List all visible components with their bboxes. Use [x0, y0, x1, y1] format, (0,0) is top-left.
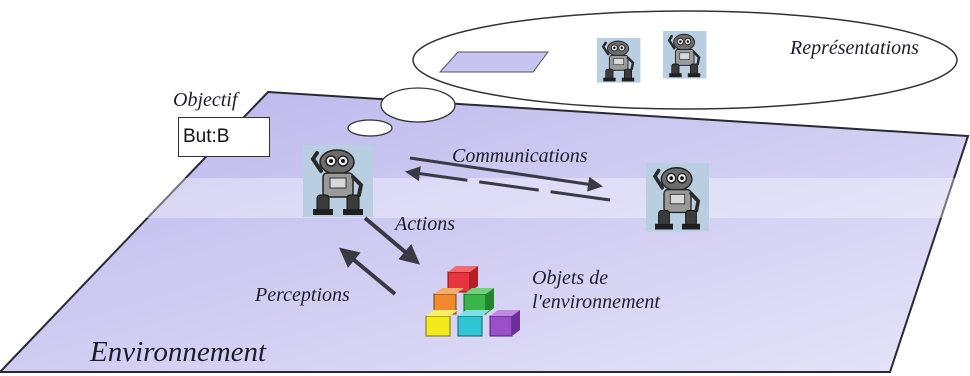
communications-label: Communications [452, 145, 588, 167]
thought-bubble-medium [380, 87, 456, 123]
objective-label: Objectif [173, 89, 238, 111]
communication-arrow-right [409, 156, 603, 192]
actions-label: Actions [395, 213, 455, 235]
objects-label-line1: Objets de [532, 267, 609, 289]
perception-arrow [338, 247, 397, 296]
thought-bubble-small [347, 119, 393, 137]
environment-label: Environnement [90, 336, 267, 368]
cube-stack-icon [425, 266, 520, 337]
representation-robot-1 [595, 36, 642, 84]
representation-robot-2 [661, 29, 708, 80]
goal-box: But:B [178, 117, 270, 157]
environment-plane [0, 90, 970, 373]
representation-plane [438, 51, 549, 73]
action-arrow [363, 216, 421, 265]
perceptions-label: Perceptions [255, 284, 350, 306]
representations-label: Représentations [790, 37, 919, 59]
objects-label-line2: l'environnement [532, 291, 660, 313]
environment-objects-label: Objets de l'environnement [532, 266, 660, 314]
agent-robot-icon [644, 161, 711, 234]
communication-arrow-left [405, 166, 611, 202]
agent-robot-icon [301, 143, 375, 219]
